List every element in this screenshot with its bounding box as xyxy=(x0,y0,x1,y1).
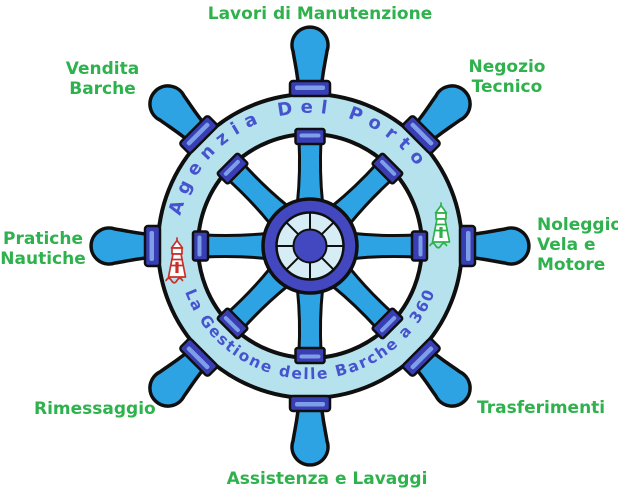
label-vendita-barche: Vendita Barche xyxy=(55,59,150,99)
label-line: Pratiche xyxy=(3,229,83,249)
label-line: Negozio xyxy=(468,57,546,77)
label-line: Nautiche xyxy=(0,249,86,270)
spoke-collar xyxy=(294,127,326,146)
wheel-spoke xyxy=(352,232,418,260)
label-line: Tecnico xyxy=(471,77,543,98)
handle-collar xyxy=(143,224,162,268)
label-line: Barche xyxy=(69,79,136,100)
label-line: Vela e xyxy=(537,235,596,256)
wheel-hub xyxy=(261,197,359,295)
handle-collar xyxy=(458,224,477,268)
wheel-spoke xyxy=(296,138,324,204)
label-pratiche-nautiche: Pratiche Nautiche xyxy=(0,229,86,269)
label-lavori-di-manutenzione: Lavori di Manutenzione xyxy=(207,4,433,24)
spoke-collar xyxy=(191,230,210,262)
wheel-spoke xyxy=(202,232,268,260)
label-trasferimenti: Trasferimenti xyxy=(477,398,606,418)
label-noleggio-vela-e-motore: Noleggio Vela e Motore xyxy=(537,215,618,275)
wheel-spoke xyxy=(296,288,324,354)
label-rimessaggio: Rimessaggio xyxy=(34,399,156,419)
label-assistenza-e-lavaggi: Assistenza e Lavaggi xyxy=(226,469,428,489)
handle-collar xyxy=(288,79,332,98)
handle-collar xyxy=(288,394,332,413)
label-line: Noleggio xyxy=(537,215,618,235)
label-line: Motore xyxy=(537,255,606,276)
spoke-collar xyxy=(294,346,326,365)
label-line: Vendita xyxy=(65,59,140,79)
label-negozio-tecnico: Negozio Tecnico xyxy=(453,57,561,97)
spoke-collar xyxy=(410,230,429,262)
